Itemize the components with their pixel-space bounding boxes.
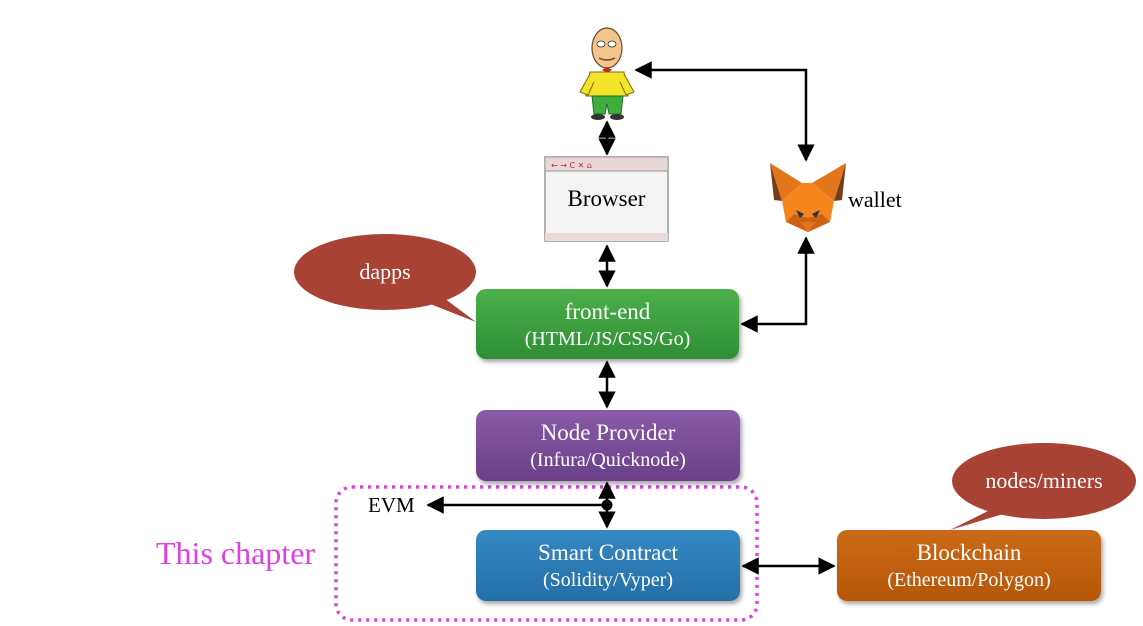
blockchain-box: Blockchain (Ethereum/Polygon) <box>837 530 1101 601</box>
evm-label: EVM <box>368 493 415 517</box>
node-provider-title: Node Provider <box>540 420 676 445</box>
smart-contract-subtitle: (Solidity/Vyper) <box>543 569 673 591</box>
fox-wallet-icon <box>770 163 846 232</box>
browser-window-icon: ← → C ✕ ⌂ <box>544 156 669 242</box>
user-icon <box>579 27 635 120</box>
frontend-subtitle: (HTML/JS/CSS/Go) <box>524 328 691 350</box>
chapter-label: This chapter <box>156 535 316 571</box>
node-provider-subtitle: (Infura/Quicknode) <box>530 449 686 471</box>
dapps-callout-text: dapps <box>359 259 411 284</box>
wallet-frontend-arrow <box>740 236 815 333</box>
nodes-callout-bubble <box>950 443 1136 530</box>
nodes-callout-text: nodes/miners <box>985 468 1103 493</box>
smart-contract-title: Smart Contract <box>538 540 678 565</box>
browser-label: Browser <box>567 186 646 211</box>
blockchain-subtitle: (Ethereum/Polygon) <box>887 569 1051 591</box>
dapps-callout-bubble <box>294 234 476 322</box>
frontend-box: front-end (HTML/JS/CSS/Go) <box>476 289 739 359</box>
wallet-label: wallet <box>848 187 902 212</box>
chapter-boundary <box>334 485 759 622</box>
smart-contract-box: Smart Contract (Solidity/Vyper) <box>476 530 740 601</box>
node-provider-box: Node Provider (Infura/Quicknode) <box>476 410 740 481</box>
frontend-title: front-end <box>564 299 651 324</box>
wallet-user-arrow <box>634 61 815 162</box>
svg-text:← → C ✕ ⌂: ← → C ✕ ⌂ <box>551 161 592 170</box>
blockchain-title: Blockchain <box>916 540 1022 565</box>
